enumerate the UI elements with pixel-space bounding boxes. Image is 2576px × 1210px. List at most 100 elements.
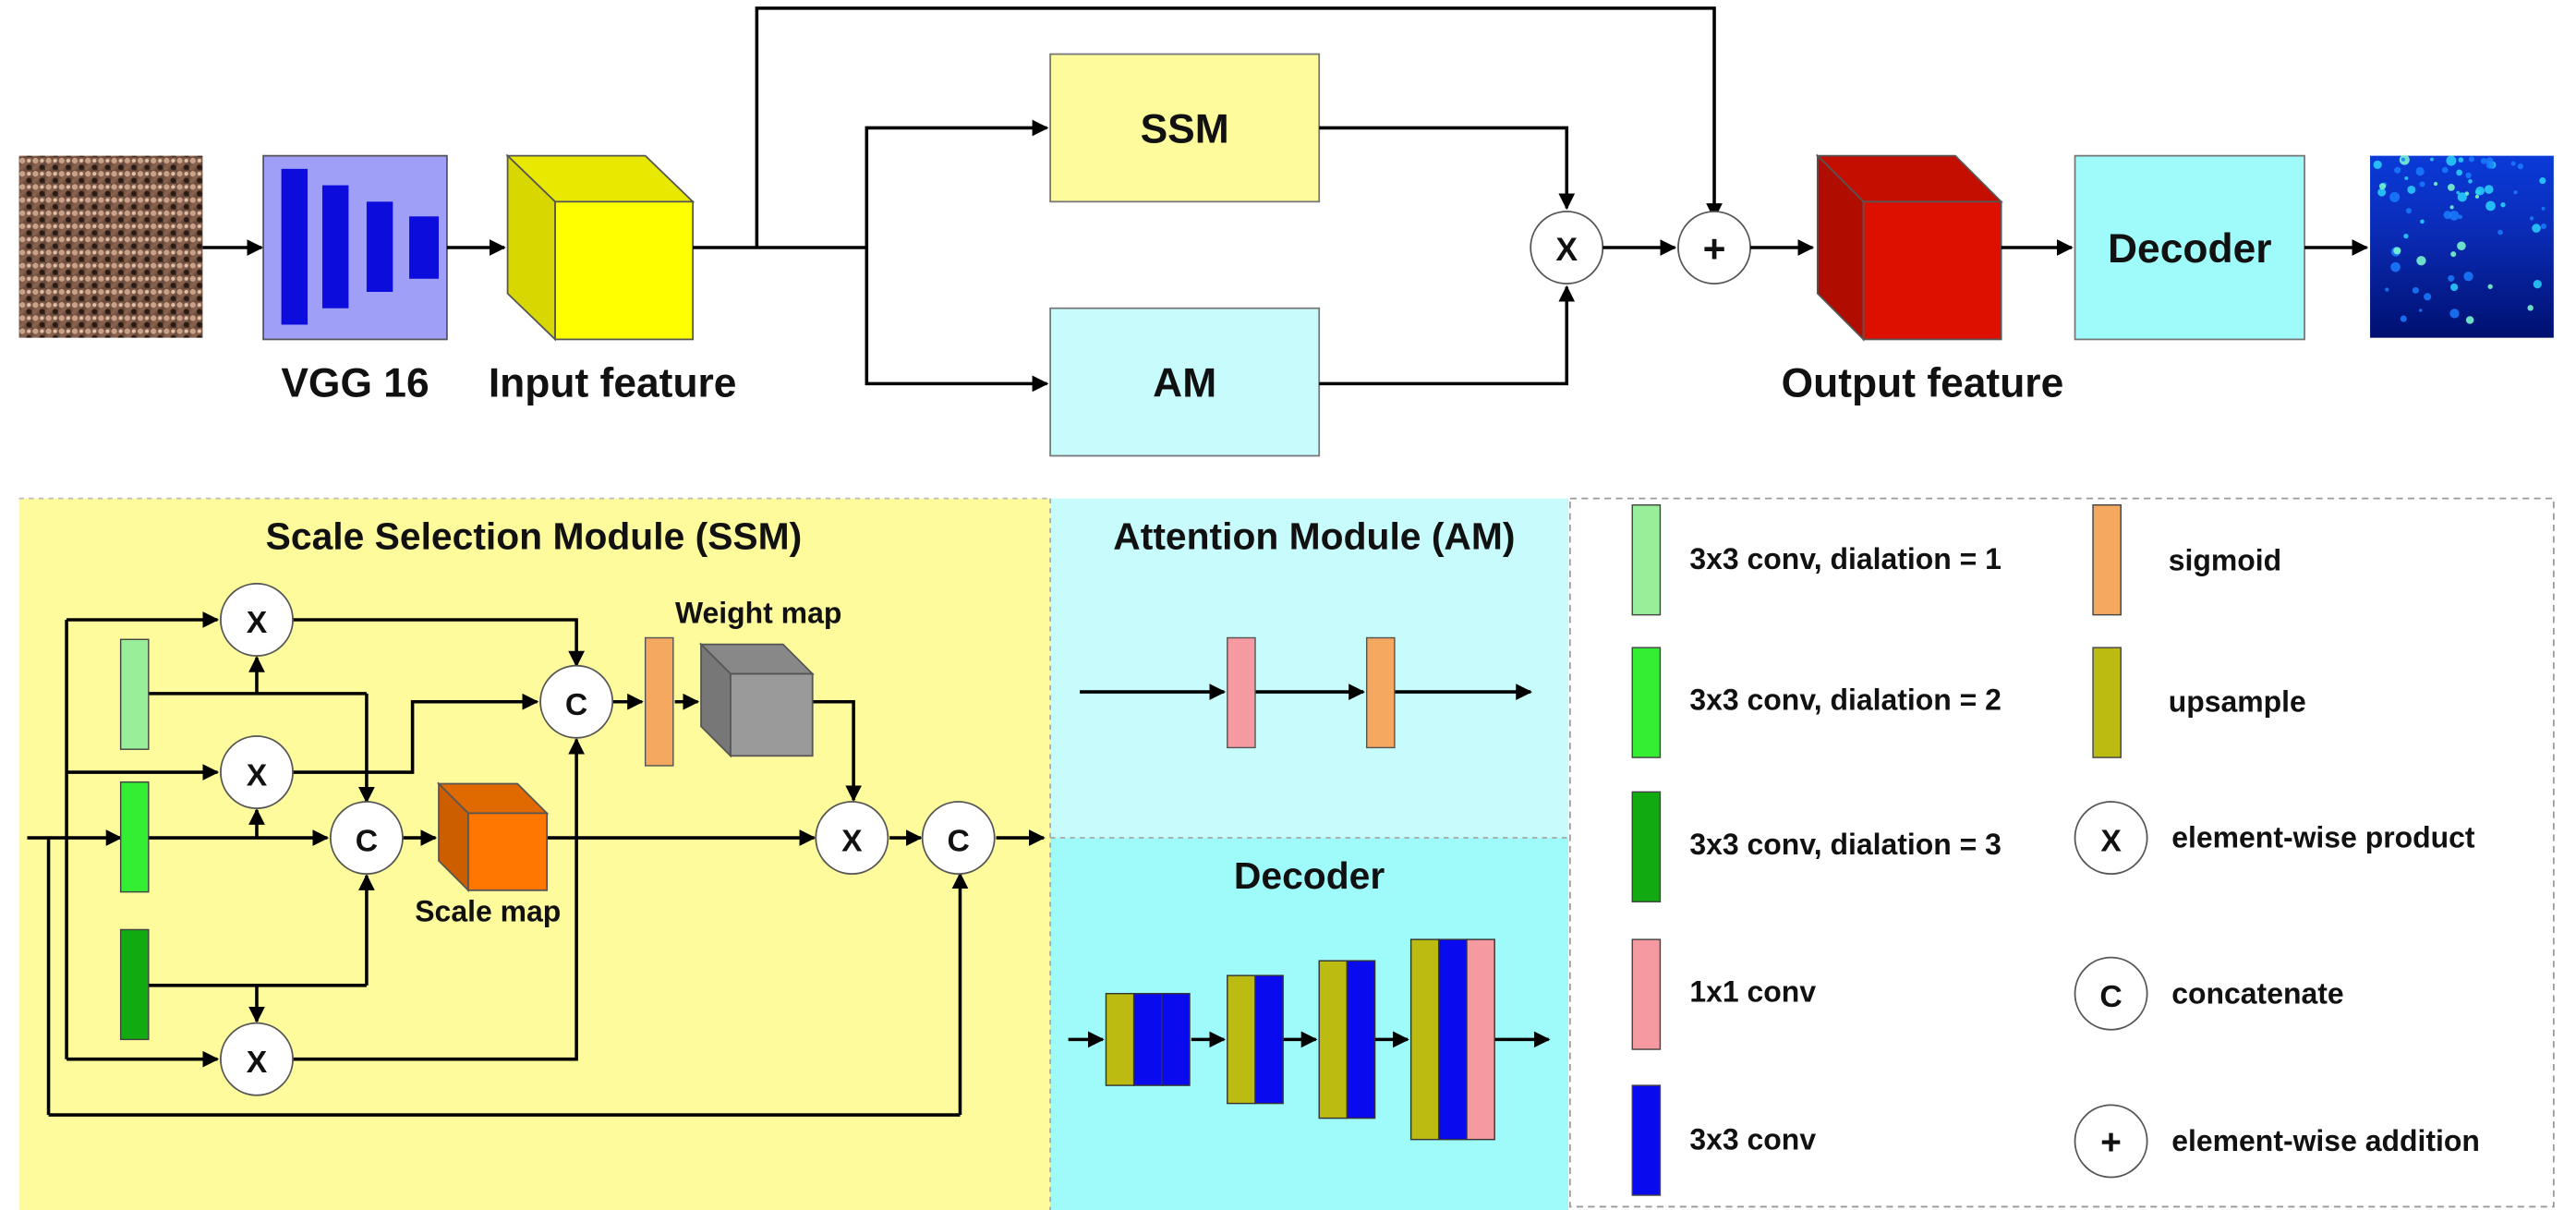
decoder-stage-2 — [1227, 974, 1284, 1105]
ssm-product-op-3: X — [220, 1022, 294, 1096]
legend-label: element-wise addition — [2171, 1124, 2480, 1157]
op-symbol: X — [841, 823, 863, 858]
density-speckle — [2527, 305, 2534, 311]
decoder-stage-1 — [1105, 992, 1191, 1086]
op-symbol: C — [565, 687, 587, 722]
legend-label: 3x3 conv, dialation = 2 — [1689, 684, 2002, 717]
density-speckle — [2539, 177, 2546, 185]
vgg-bar — [366, 201, 393, 292]
density-speckle — [2418, 309, 2423, 312]
density-speckle — [2541, 206, 2546, 211]
legend-item-upsample: upsample — [2092, 647, 2306, 758]
decoder-stage-4 — [1409, 938, 1495, 1141]
density-speckle — [2487, 284, 2493, 289]
arrow-am-to-product — [1319, 284, 1576, 386]
op-symbol: C — [356, 823, 378, 858]
density-speckle — [2415, 166, 2425, 176]
density-speckle — [2385, 287, 2389, 292]
density-speckle — [2389, 191, 2401, 202]
decoder-panel-title: Decoder — [1234, 854, 1385, 897]
top-add-symbol: + — [1703, 227, 1726, 272]
ssm-concat-op-3: C — [921, 801, 996, 875]
op-symbol: X — [247, 757, 268, 793]
legend-label: upsample — [2169, 684, 2306, 718]
legend-label: 1x1 conv — [1689, 975, 1816, 1009]
density-speckle — [2458, 214, 2462, 220]
top-decoder-box — [2074, 154, 2305, 341]
density-speckle — [2404, 175, 2409, 180]
density-speckle — [2465, 316, 2474, 324]
output-feature-label: Output feature — [1782, 361, 2064, 406]
am-panel-title: Attention Module (AM) — [1113, 515, 1515, 558]
density-speckle — [2497, 229, 2503, 236]
ssm-wiring — [27, 611, 1046, 1117]
top-decoder-label: Decoder — [2108, 226, 2272, 272]
legend-panel — [1568, 497, 2555, 1208]
density-speckle — [2373, 160, 2382, 170]
density-speckle — [2433, 181, 2438, 187]
density-speckle — [2449, 205, 2454, 210]
density-speckle — [2390, 261, 2401, 272]
density-speckle — [2405, 208, 2412, 214]
legend-item-conv-1x1: 1x1 conv — [1631, 938, 1816, 1050]
density-speckle — [2446, 155, 2457, 166]
op-symbol: X — [247, 1045, 268, 1080]
density-speckle — [2449, 211, 2460, 221]
legend-label: 3x3 conv, dialation = 1 — [1689, 542, 2002, 575]
density-speckle — [2450, 251, 2457, 258]
ssm-sigmoid — [644, 636, 674, 767]
legend-label: 3x3 conv, dialation = 3 — [1689, 828, 2002, 861]
input-feature-label: Input feature — [489, 361, 737, 406]
input-feature-cube — [505, 153, 695, 342]
density-speckle — [2430, 157, 2434, 162]
density-speckle — [2420, 219, 2425, 224]
density-speckle — [2463, 272, 2473, 282]
density-speckle — [2412, 286, 2419, 294]
legend-item-conv-d1: 3x3 conv, dialation = 1 — [1631, 504, 2002, 616]
arrow-to-am — [865, 248, 1049, 393]
legend-item-sigmoid: sigmoid — [2092, 504, 2281, 616]
legend-symbol: + — [2100, 1123, 2122, 1163]
density-speckle — [2457, 192, 2467, 202]
top-product-symbol: X — [1555, 231, 1578, 268]
density-speckle — [2465, 172, 2472, 179]
density-speckle — [2475, 186, 2485, 196]
legend-symbol: C — [2099, 979, 2122, 1014]
ssm-box-label: SSM — [1141, 106, 1229, 151]
legend-label: concatenate — [2171, 976, 2343, 1010]
input-crowd-image — [18, 155, 203, 338]
density-speckle — [2500, 202, 2506, 208]
density-speckle — [2541, 223, 2547, 229]
density-speckle — [2456, 169, 2462, 176]
legend-item-add: + element-wise addition — [2074, 1104, 2480, 1179]
density-speckle — [2458, 157, 2464, 163]
am-panel — [1050, 498, 1569, 839]
legend-item-conv-d2: 3x3 conv, dialation = 2 — [1631, 647, 2002, 758]
ssm-concat-op-1: C — [329, 801, 404, 875]
ssm-conv-dilation-3 — [119, 928, 150, 1041]
density-speckle — [2517, 163, 2524, 170]
vgg-bar — [321, 185, 349, 309]
legend-item-conv-3x3: 3x3 conv — [1631, 1084, 1816, 1196]
legend-item-product: X element-wise product — [2074, 801, 2475, 875]
am-conv-1x1 — [1227, 636, 1256, 749]
am-sigmoid — [1365, 636, 1396, 749]
vgg-bar — [281, 168, 308, 325]
legend-label: 3x3 conv — [1689, 1122, 1816, 1156]
density-speckle — [2484, 185, 2494, 194]
legend-label: element-wise product — [2171, 821, 2475, 854]
density-speckle — [2474, 194, 2480, 199]
vgg16-label: VGG 16 — [281, 361, 429, 406]
vgg-bar — [409, 216, 440, 279]
density-speckle — [2393, 247, 2401, 255]
ssm-product-op-1: X — [220, 583, 294, 657]
vgg16-block — [262, 154, 448, 341]
scale-map-cube — [436, 781, 550, 893]
density-speckle — [2510, 161, 2516, 166]
density-speckle — [2468, 179, 2473, 184]
density-speckle — [2485, 200, 2496, 212]
legend-item-concat: C concatenate — [2074, 956, 2344, 1031]
ssm-product-op-2: X — [220, 735, 294, 809]
legend-item-conv-d3: 3x3 conv, dialation = 3 — [1631, 791, 2002, 902]
